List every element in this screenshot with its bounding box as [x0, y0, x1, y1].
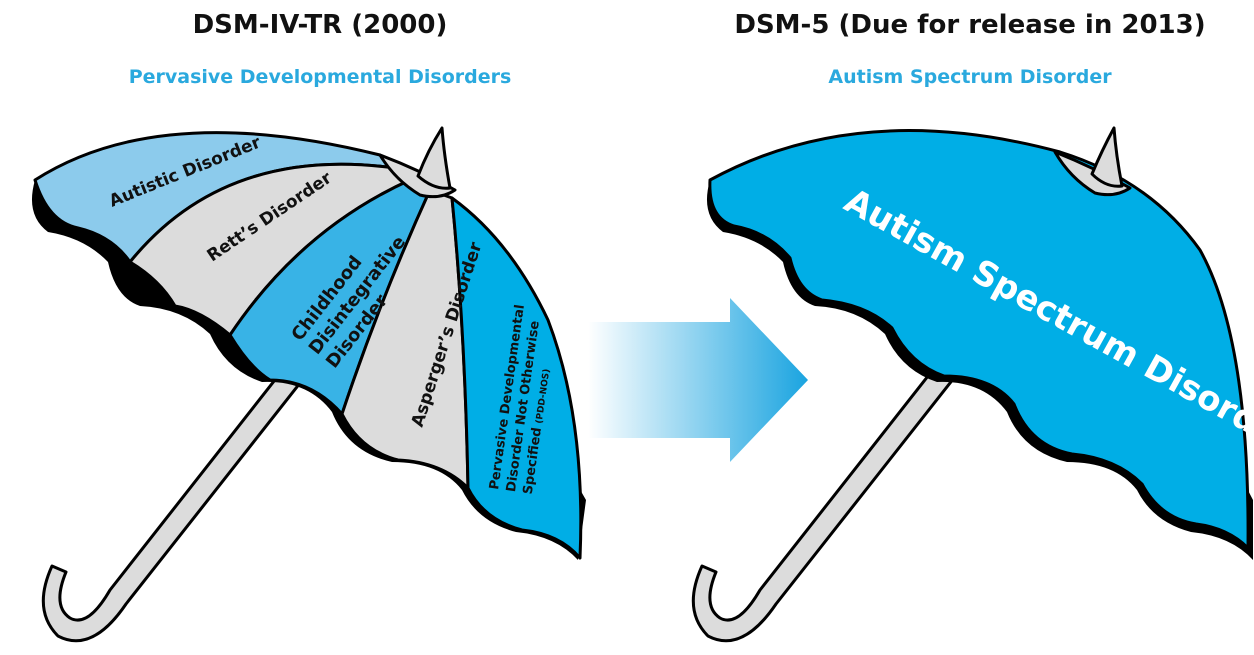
left-segment-pdd-nos	[450, 196, 583, 560]
right-umbrella-tip	[1090, 126, 1124, 188]
left-umbrella-tip	[416, 126, 452, 190]
transition-arrow	[588, 298, 808, 462]
right-canopy	[708, 129, 1250, 550]
pdd-subtitle: Pervasive Developmental Disorders	[128, 66, 512, 88]
left-umbrella: Autistic Disorder Rett’s Disorder Childh…	[31, 126, 586, 643]
dsm-5-title: DSM-5 (Due for release in 2013)	[734, 10, 1206, 40]
right-umbrella-handle	[691, 346, 967, 643]
dsm-iv-title: DSM-IV-TR (2000)	[192, 10, 448, 40]
left-umbrella-handle	[41, 346, 317, 643]
asd-subtitle: Autism Spectrum Disorder	[828, 66, 1112, 88]
